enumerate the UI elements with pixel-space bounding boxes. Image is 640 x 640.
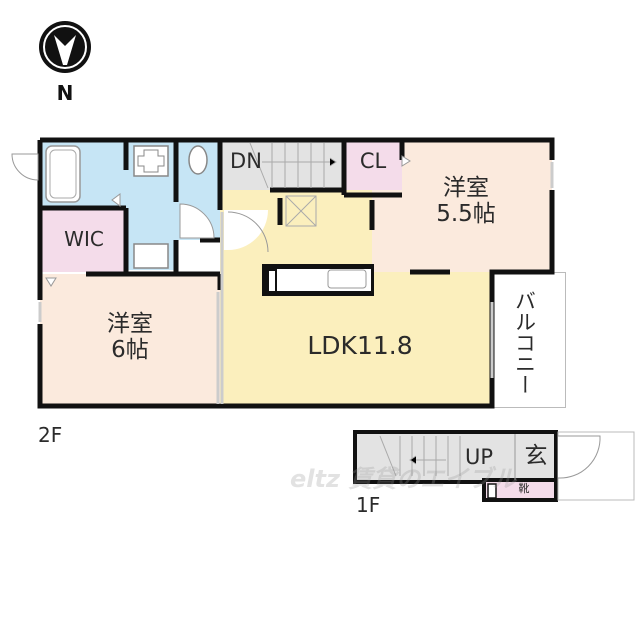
floor-label-2f: 2F xyxy=(38,423,63,447)
watermark: eltz 賃貸のエイブル xyxy=(290,465,517,493)
compass: N xyxy=(36,18,94,108)
room-label-wic: WIC xyxy=(64,227,104,251)
western-room-6 xyxy=(40,274,220,406)
compass-label: N xyxy=(56,81,74,105)
room-label-western-6: 洋室 6帖 xyxy=(107,311,153,363)
room-label-up: UP xyxy=(464,445,494,469)
room-label-cl: CL xyxy=(359,149,387,173)
walk-in-closet xyxy=(40,210,126,272)
room-label-entrance: 玄 xyxy=(524,443,548,469)
stairs-down xyxy=(220,140,344,190)
balcony xyxy=(492,272,566,408)
north-arrow-icon xyxy=(39,21,91,73)
room-label-shoe-box: 靴 xyxy=(518,482,530,495)
floor-label-1f: 1F xyxy=(356,493,381,517)
hall xyxy=(176,240,220,270)
room-label-dn: DN xyxy=(230,149,262,173)
kitchen-counter xyxy=(262,264,374,296)
room-label-balcony: バルコニー xyxy=(512,289,537,395)
closet-cl-overlay xyxy=(344,140,402,190)
room-label-western-5-5: 洋室 5.5帖 xyxy=(436,175,496,227)
room-label-ldk: LDK11.8 xyxy=(307,331,413,360)
